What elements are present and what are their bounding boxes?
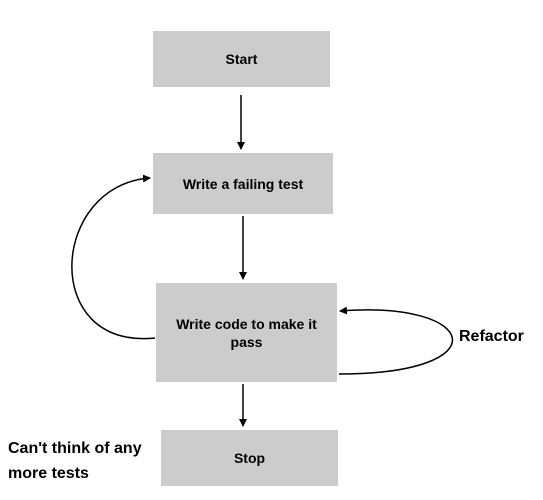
node-write-code-label: Write code to make it pass <box>176 315 317 350</box>
node-stop: Stop <box>161 430 338 486</box>
stop-condition-label: Can't think of any more tests <box>8 440 142 482</box>
node-stop-label: Stop <box>233 450 266 466</box>
refactor-label: Refactor <box>459 328 524 345</box>
node-write-code: Write code to make it pass <box>156 283 337 382</box>
node-write-failing-test: Write a failing test <box>153 153 333 214</box>
arrow-refactor-loop <box>338 306 454 375</box>
node-start: Start <box>153 31 330 87</box>
arrow-loop-back-to-failing-test <box>71 174 156 340</box>
node-write-failing-test-label: Write a failing test <box>182 175 304 192</box>
node-start-label: Start <box>225 51 258 67</box>
